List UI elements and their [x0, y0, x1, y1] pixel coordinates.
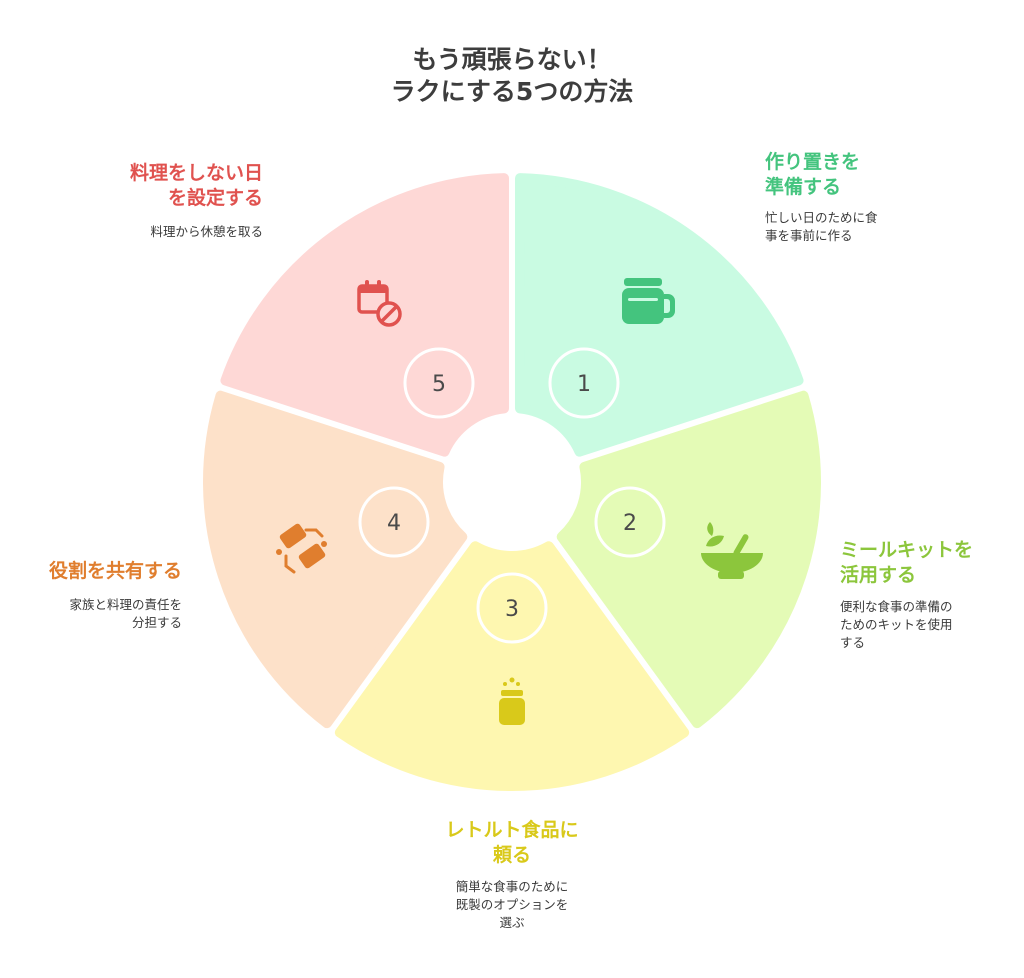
diagram-title-line-2: ラクにする5つの方法 — [390, 77, 634, 106]
step-2-description: 便利な食事の準備の ためのキットを使用 する — [840, 598, 953, 652]
step-3-desc-line-3: 選ぶ — [499, 915, 525, 930]
number-badge-5: 5 — [403, 347, 475, 419]
step-4-heading-line-1: 役割を共有する — [48, 560, 182, 582]
mortar-pestle-icon — [701, 522, 763, 579]
step-1-heading: 作り置きを 準備する — [765, 150, 860, 200]
step-1-heading-line-2: 準備する — [765, 176, 842, 198]
number-badge-4: 4 — [358, 486, 430, 558]
number-label-5: 5 — [432, 372, 446, 397]
segment-2 — [556, 390, 821, 729]
step-4-desc-line-1: 家族と料理の責任を — [69, 597, 182, 612]
diagram-title-line-1: もう頑張らない！ — [412, 45, 612, 74]
step-5-heading: 料理をしない日 を設定する — [60, 161, 263, 211]
step-2-desc-line-1: 便利な食事の準備の — [840, 599, 953, 614]
step-3-desc-line-2: 既製のオプションを — [455, 897, 569, 912]
step-4-desc-line-2: 分担する — [131, 615, 182, 630]
mug-icon — [622, 278, 675, 324]
step-1-description: 忙しい日のために食 事を事前に作る — [765, 209, 878, 245]
number-label-4: 4 — [387, 511, 401, 536]
number-badge-1: 1 — [548, 347, 620, 419]
number-badge-2: 2 — [594, 486, 666, 558]
step-4-description: 家族と料理の責任を 分担する — [20, 596, 182, 632]
calendar-cancel-icon — [357, 280, 402, 327]
step-3-heading: レトルト食品に 頼る — [412, 818, 612, 868]
step-2-desc-line-3: する — [840, 635, 866, 650]
segment-3 — [334, 541, 690, 791]
step-2-heading-line-2: 活用する — [840, 564, 917, 586]
segment-4 — [203, 390, 468, 729]
step-5-desc-line-1: 料理から休憩を取る — [150, 224, 263, 239]
step-1-desc-line-2: 事を事前に作る — [765, 228, 853, 243]
step-2-desc-line-2: ためのキットを使用 — [840, 617, 953, 632]
handshake-icon — [276, 523, 327, 574]
number-label-2: 2 — [623, 511, 637, 536]
step-5-heading-line-2: を設定する — [167, 187, 263, 209]
step-5-heading-line-1: 料理をしない日 — [129, 162, 263, 184]
step-2-heading-line-1: ミールキットを — [840, 539, 974, 561]
number-label-1: 1 — [577, 372, 591, 397]
number-label-3: 3 — [505, 597, 519, 622]
jar-icon — [499, 677, 525, 725]
step-3-desc-line-1: 簡単な食事のために — [455, 879, 569, 894]
step-1-desc-line-1: 忙しい日のために食 — [765, 210, 878, 225]
step-2-heading: ミールキットを 活用する — [840, 538, 973, 588]
step-1-heading-line-1: 作り置きを — [765, 151, 861, 173]
step-3-description: 簡単な食事のために 既製のオプションを 選ぶ — [412, 878, 612, 932]
step-4-heading: 役割を共有する — [20, 559, 182, 584]
step-5-description: 料理から休憩を取る — [60, 223, 263, 241]
number-badge-3: 3 — [476, 572, 548, 644]
step-3-heading-line-1: レトルト食品に — [445, 819, 579, 841]
step-3-heading-line-2: 頼る — [492, 844, 531, 866]
